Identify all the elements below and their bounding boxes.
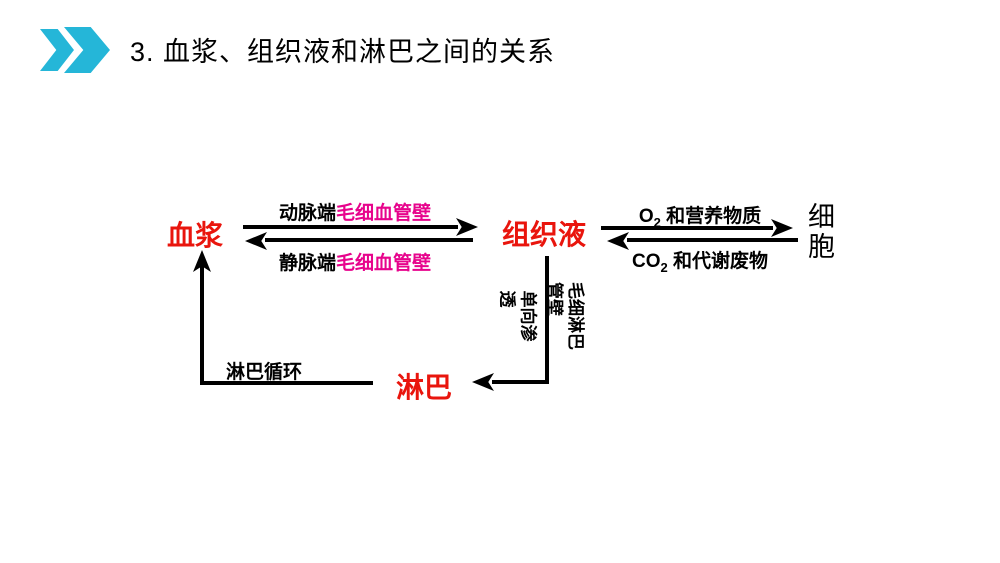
node-lymph: 淋巴 <box>396 372 453 403</box>
label-lymph-capillary-wall-line1: 毛细淋巴 <box>566 282 585 350</box>
arrow-cell-to-tissue-line <box>627 238 798 242</box>
arrow-tissue-to-lymph-vertical-line <box>545 256 549 384</box>
label-lymph-capillary-wall-line2: 管壁 <box>545 282 564 316</box>
label-artery-end: 动脉端 <box>278 203 336 224</box>
label-o2-symbol: O <box>638 206 654 227</box>
node-cell: 细 胞 <box>808 202 835 262</box>
slide-title: 3. 血浆、组织液和淋巴之间的关系 <box>130 37 556 67</box>
label-co2-waste: CO2 和代谢废物 <box>600 246 800 275</box>
arrow-tissue-to-cell-line <box>601 226 773 230</box>
label-one-way-permeation-line2: 透 <box>497 290 517 308</box>
label-vein-end: 静脉端 <box>278 253 336 274</box>
label-one-way-permeation-line1: 单向渗 <box>518 290 538 342</box>
label-o2-nutrients: O2 和营养物质 <box>600 201 800 230</box>
node-cell-char-1: 细 <box>808 202 835 232</box>
arrow-tissue-to-lymph-horizontal-line <box>492 380 547 384</box>
label-capillary-wall: 毛细血管壁 <box>336 203 432 224</box>
label-co2-rest: 和代谢废物 <box>667 251 768 272</box>
label-co2-subscript: 2 <box>660 259 668 275</box>
label-o2-rest: 和营养物质 <box>660 206 762 227</box>
label-artery-capillary-wall: 动脉端毛细血管壁 <box>250 198 460 225</box>
arrowhead-left-icon <box>472 373 494 391</box>
double-chevron-right-icon <box>40 29 74 71</box>
arrow-plasma-to-tissue-line <box>243 225 458 229</box>
arrow-lymph-to-plasma-horizontal-line <box>202 381 373 385</box>
label-one-way-permeation: 单向渗 透 <box>497 291 539 342</box>
arrow-tissue-to-plasma-line <box>265 238 473 242</box>
label-lymph-capillary-wall: 毛细淋巴 管壁 <box>544 282 586 350</box>
arrow-lymph-to-plasma-vertical-line <box>200 262 204 385</box>
label-co2-symbol: CO <box>631 251 661 272</box>
node-tissue-fluid: 组织液 <box>502 219 587 250</box>
node-cell-char-2: 胞 <box>808 232 835 262</box>
label-vein-capillary-wall: 静脉端毛细血管壁 <box>250 248 460 275</box>
label-o2-subscript: 2 <box>653 214 661 230</box>
label-lymph-circulation: 淋巴循环 <box>226 362 303 383</box>
node-plasma: 血浆 <box>167 220 224 251</box>
label-capillary-wall: 毛细血管壁 <box>336 253 432 274</box>
